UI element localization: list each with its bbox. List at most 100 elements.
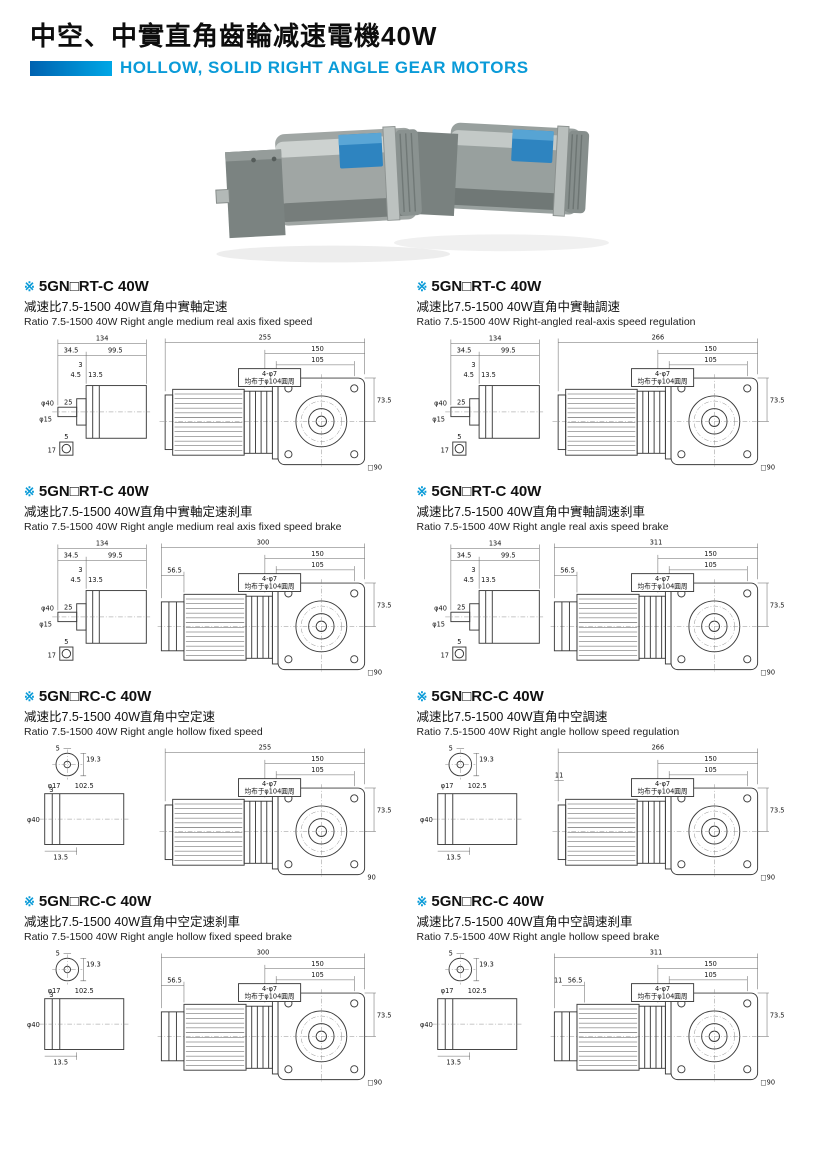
front-view: 311 56.5 150 105 4-φ7 均布于φ104圓周 73.5 □90	[550, 538, 784, 676]
dim-holes: 4-φ7	[262, 575, 277, 583]
front-view: 255 150 105 4-φ7 均布于φ104圓周 73.5 90	[159, 743, 392, 881]
dim-side-c: 3	[78, 566, 82, 574]
section-desc-cn: 减速比7.5-1500 40W直角中空調速	[416, 710, 608, 725]
side-view: 134 34.5 99.5 3 4.5 13.5 25 φ40 φ15 5 17	[432, 334, 543, 456]
dim-center-h: 73.5	[377, 807, 392, 815]
section-marker: ※	[416, 279, 428, 294]
section-marker: ※	[24, 689, 35, 705]
dim-flange: 150	[311, 345, 324, 353]
technical-drawing: 134 34.5 99.5 3 4.5 13.5 25 φ40 φ15 5 17	[24, 536, 399, 679]
dim-flange: 150	[704, 755, 717, 763]
drawing-rc-fixed-brake: 5 19.3 φ17 102.5 3 φ40 13.5	[27, 949, 392, 1087]
dim-side-d: 4.5	[463, 576, 473, 584]
dim-key-w: 5	[448, 949, 452, 957]
dim-tip-dia: φ15	[39, 620, 52, 628]
side-view: 5 19.3 φ17 102.5 φ40 13.5	[420, 949, 522, 1067]
page-header: 中空、中實直角齒輪减速電機40W HOLLOW, SOLID RIGHT ANG…	[0, 0, 815, 80]
dim-holes-note: 均布于φ104圓周	[637, 582, 687, 591]
spec-rc-fixed-brake: ※5GN□RC-C 40W 减速比7.5-1500 40W直角中空定速刹車 Ra…	[24, 893, 399, 1089]
dim-tip-dia: φ15	[432, 415, 445, 423]
dim-total: 311	[649, 538, 662, 546]
dim-hub-h: 19.3	[86, 756, 101, 764]
dim-flange-in: 105	[311, 766, 324, 774]
dim-total: 266	[651, 333, 664, 341]
spec-rc-speed-brake: ※5GN□RC-C 40W 减速比7.5-1500 40W直角中空調速刹車 Ra…	[417, 893, 792, 1089]
dim-shaft-dia: φ40	[434, 604, 447, 612]
spec-rt-fixed: ※5GN□RT-C 40W 减速比7.5-1500 40W直角中實軸定速 Rat…	[24, 278, 399, 474]
section-marker: ※	[24, 279, 35, 294]
section-desc-cn: 减速比7.5-1500 40W直角中實軸調速	[416, 300, 621, 314]
front-view: 300 56.5 150 105 4-φ7 均布于φ104圓周 73.5 □90	[157, 949, 392, 1086]
section-desc-cn: 减速比7.5-1500 40W直角中實軸調速刹車	[416, 505, 646, 520]
dim-hub-dia: φ17	[48, 987, 61, 995]
subtitle-row: HOLLOW, SOLID RIGHT ANGLE GEAR MOTORS	[30, 58, 787, 78]
dim-key-w: 5	[56, 744, 60, 752]
dim-square: □90	[760, 873, 775, 881]
dim-off: 11	[554, 772, 562, 780]
dim-square: □90	[760, 668, 775, 676]
dim-holes: 4-φ7	[655, 370, 670, 378]
dim-square: □90	[367, 668, 382, 676]
dim-shaft-dia: φ40	[27, 1021, 40, 1029]
dim-flange: 150	[311, 550, 324, 558]
dim-base: 13.5	[446, 1059, 461, 1067]
dim-flange-in: 105	[704, 561, 717, 569]
dim-side-total: 134	[96, 539, 109, 547]
section-desc-en: Ratio 7.5-1500 40W Right-angled real-axi…	[416, 316, 696, 328]
dim-square: 90	[367, 873, 375, 881]
section-model: 5GN□RC-C 40W	[38, 893, 152, 911]
section-title: ※5GN□RC-C 40W	[417, 688, 792, 705]
section-model: 5GN□RC-C 40W	[431, 688, 544, 706]
technical-drawing: 5 19.3 φ17 102.5 3 φ40 13.5	[24, 946, 399, 1089]
dim-holes-note: 均布于φ104圓周	[637, 992, 687, 1001]
section-desc-en: Ratio 7.5-1500 40W Right angle hollow fi…	[24, 726, 263, 739]
dim-holes-note: 均布于φ104圓周	[245, 992, 295, 1001]
side-view: 134 34.5 99.5 3 4.5 13.5 25 φ40 φ15 5 17	[39, 539, 151, 661]
spec-rc-fixed: ※5GN□RC-C 40W 减速比7.5-1500 40W直角中空定速 Rati…	[24, 688, 399, 884]
dim-flange-in: 105	[311, 561, 324, 569]
drawing-rc-speed: 5 19.3 φ17 102.5 φ40 13.5	[420, 743, 784, 881]
dim-side-len: 102.5	[467, 782, 486, 790]
spec-grid: ※5GN□RT-C 40W 减速比7.5-1500 40W直角中實軸定速 Rat…	[0, 278, 815, 1098]
section-title: ※5GN□RT-C 40W	[24, 483, 399, 500]
dim-side-a: 34.5	[456, 347, 471, 355]
section-desc-en: Ratio 7.5-1500 40W Right angle real axis…	[416, 521, 669, 534]
dim-total: 311	[649, 949, 662, 957]
dim-holes: 4-φ7	[655, 780, 670, 788]
dim-tip-dia: φ15	[39, 415, 52, 423]
dim-holes: 4-φ7	[262, 370, 277, 378]
dim-square: □90	[760, 463, 775, 471]
section-desc-en: Ratio 7.5-1500 40W Right angle hollow sp…	[416, 726, 680, 739]
technical-drawing: 134 34.5 99.5 3 4.5 13.5 25 φ40 φ15 5 17	[417, 331, 792, 474]
dim-side-len: 102.5	[75, 987, 94, 995]
section-desc-en: Ratio 7.5-1500 40W Right angle hollow fi…	[24, 931, 292, 944]
technical-drawing: 5 19.3 φ17 102.5 φ40 13.5	[417, 946, 792, 1089]
dim-total: 255	[259, 743, 272, 751]
dim-flange-in: 105	[704, 971, 717, 979]
dim-flange: 150	[311, 755, 324, 763]
dim-key-h: 17	[440, 651, 448, 659]
dim-square: □90	[760, 1078, 775, 1086]
dim-side-e: 13.5	[481, 371, 496, 379]
section-desc-cn: 减速比7.5-1500 40W直角中空定速刹車	[24, 915, 241, 930]
dim-flange: 150	[704, 345, 717, 353]
dim-side-len: 102.5	[467, 987, 486, 995]
dim-holes: 4-φ7	[655, 575, 670, 583]
dim-holes-note: 均布于φ104圓周	[245, 582, 295, 591]
spec-rc-speed: ※5GN□RC-C 40W 减速比7.5-1500 40W直角中空調速 Rati…	[417, 688, 792, 884]
drawing-rt-fixed: 134 34.5 99.5 3 4.5 13.5 25 φ40 φ15 5 17	[39, 333, 391, 471]
dim-key-w: 5	[457, 433, 461, 441]
dim-side-len: 102.5	[75, 782, 94, 790]
dim-holes-note: 均布于φ104圓周	[245, 377, 295, 386]
section-model: 5GN□RT-C 40W	[38, 278, 149, 295]
section-model: 5GN□RC-C 40W	[38, 688, 152, 706]
dim-center-h: 73.5	[769, 1012, 784, 1020]
dim-side-b: 99.5	[500, 347, 515, 355]
dim-holes-note: 均布于φ104圓周	[637, 377, 687, 386]
dim-holes-note: 均布于φ104圓周	[245, 787, 295, 796]
dim-hub-dia: φ17	[440, 782, 453, 790]
dim-flange: 150	[704, 960, 717, 968]
dim-hub-h: 19.3	[479, 756, 494, 764]
dim-base: 13.5	[53, 854, 68, 862]
drawing-rt-speed: 134 34.5 99.5 3 4.5 13.5 25 φ40 φ15 5 17	[432, 333, 784, 471]
